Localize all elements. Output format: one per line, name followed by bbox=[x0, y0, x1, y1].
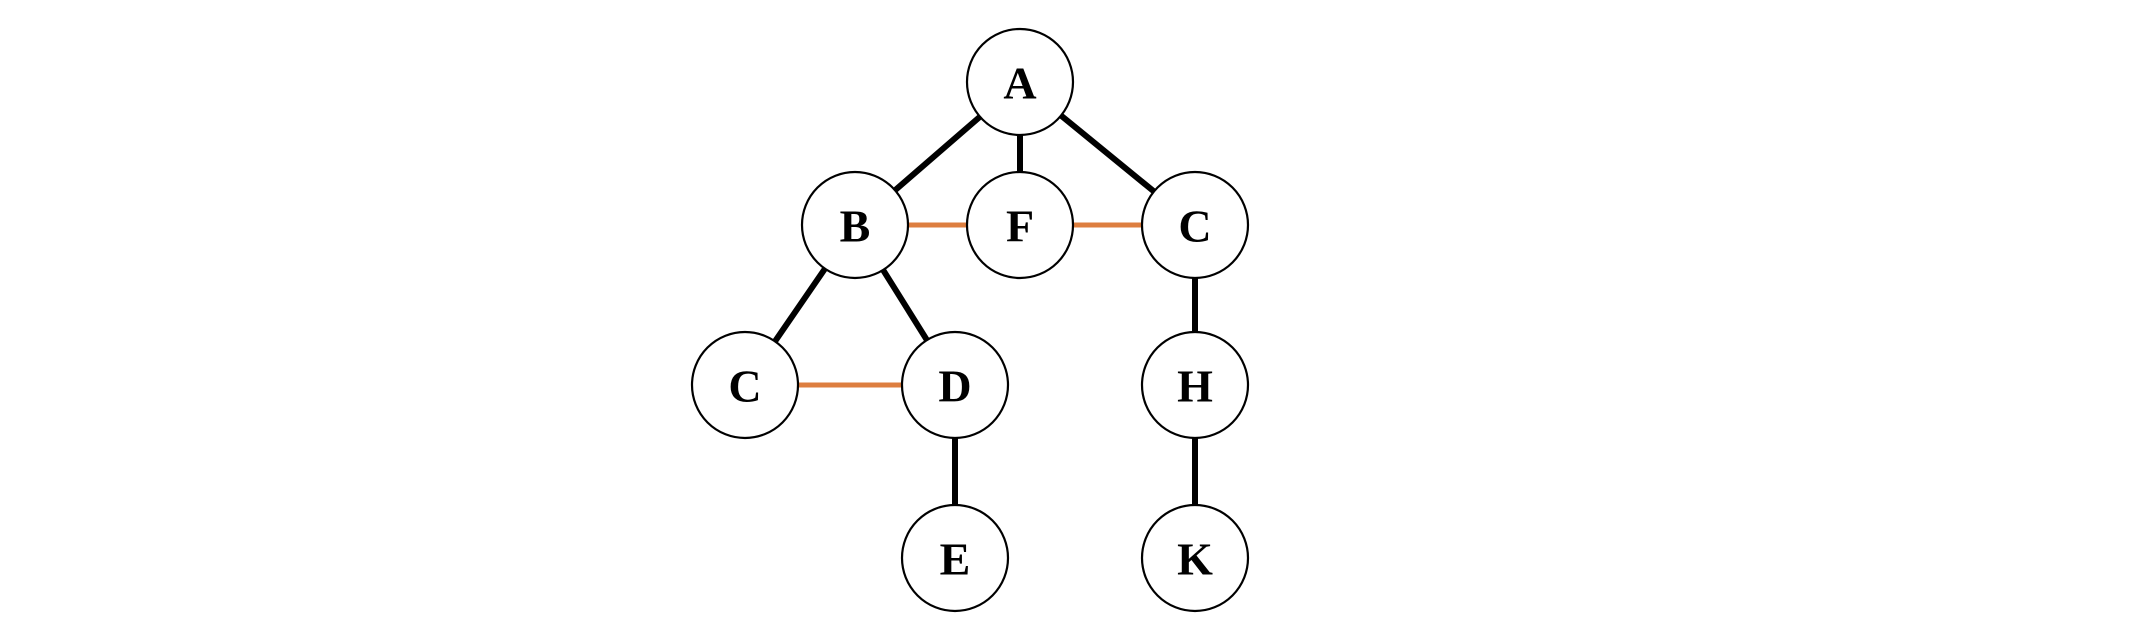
node-label: F bbox=[1006, 201, 1034, 252]
node-layer: A B F C C D H E K bbox=[690, 27, 1250, 613]
graph-edge-b-c bbox=[772, 266, 828, 344]
graph-node-n5[interactable]: D bbox=[900, 330, 1010, 440]
graph-node-n8[interactable]: K bbox=[1140, 503, 1250, 613]
node-circle[interactable] bbox=[800, 170, 910, 280]
node-label: E bbox=[940, 534, 971, 585]
graph-node-n7[interactable]: E bbox=[900, 503, 1010, 613]
node-label: C bbox=[728, 361, 761, 412]
node-label: K bbox=[1177, 534, 1213, 585]
graph-node-n1[interactable]: B bbox=[800, 170, 910, 280]
graph-node-n4[interactable]: C bbox=[690, 330, 800, 440]
node-circle[interactable] bbox=[1140, 170, 1250, 280]
node-circle[interactable] bbox=[1140, 503, 1250, 613]
graph-node-n3[interactable]: C bbox=[1140, 170, 1250, 280]
node-circle[interactable] bbox=[690, 330, 800, 440]
node-label: C bbox=[1178, 201, 1211, 252]
graph-edge-b-d bbox=[880, 268, 930, 342]
edge-layer bbox=[772, 113, 1198, 505]
graph-edge-a-c bbox=[1059, 113, 1156, 194]
graph-edge-a-b bbox=[893, 114, 982, 193]
node-circle[interactable] bbox=[900, 503, 1010, 613]
node-circle[interactable] bbox=[900, 330, 1010, 440]
node-circle[interactable] bbox=[965, 170, 1075, 280]
node-label: D bbox=[938, 361, 971, 412]
node-circle[interactable] bbox=[1140, 330, 1250, 440]
graph-node-n2[interactable]: F bbox=[965, 170, 1075, 280]
node-circle[interactable] bbox=[965, 27, 1075, 137]
node-label: A bbox=[1003, 58, 1036, 109]
node-label: H bbox=[1177, 361, 1213, 412]
graph-node-n6[interactable]: H bbox=[1140, 330, 1250, 440]
graph-node-n0[interactable]: A bbox=[965, 27, 1075, 137]
node-label: B bbox=[840, 201, 871, 252]
